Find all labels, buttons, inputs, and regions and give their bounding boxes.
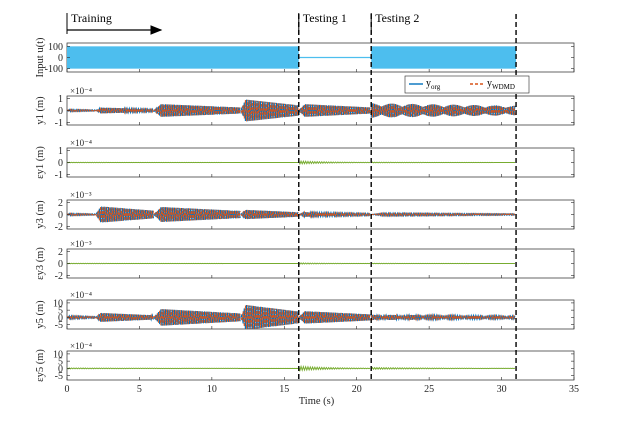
y-tick-label: -5	[55, 320, 63, 331]
error-trace	[298, 159, 371, 166]
error-trace	[370, 161, 515, 164]
wdmd-response-trace	[67, 314, 97, 321]
phase-label: Training	[71, 11, 112, 25]
x-tick-label: 5	[137, 384, 142, 395]
axis-exponent: ×10⁻⁴	[70, 138, 92, 148]
wdmd-response-trace	[371, 211, 516, 218]
panel-2: 10-1 ×10⁻⁴ y1 (m)	[35, 86, 575, 129]
phase-label: Testing 2	[375, 11, 419, 25]
plot-area	[67, 305, 516, 329]
legend-box	[404, 75, 530, 94]
x-tick-label: 25	[424, 384, 434, 395]
y-tick-label: 2	[58, 247, 63, 258]
y-tick-label: -5	[55, 371, 63, 382]
error-trace	[298, 262, 371, 265]
legend-entry-label: yWDMD	[487, 78, 515, 91]
wdmd-response-trace	[298, 104, 371, 117]
y-tick-label: 100	[48, 42, 63, 53]
axis-exponent: ×10⁻⁴	[70, 341, 92, 351]
wdmd-response-trace	[67, 108, 97, 113]
axis-exponent: ×10⁻⁴	[70, 290, 92, 300]
plot-area	[67, 99, 516, 122]
wdmd-response-trace	[370, 103, 516, 118]
wdmd-response-trace	[370, 313, 516, 322]
wdmd-response-trace	[240, 99, 299, 122]
error-trace	[370, 366, 516, 371]
y-tick-label: 5	[58, 306, 63, 317]
y-axis-label: y3 (m)	[35, 200, 46, 229]
x-tick-label: 30	[497, 384, 507, 395]
y-axis-label: y1 (m)	[35, 96, 46, 125]
phase-label: Testing 1	[303, 11, 347, 25]
legend-entry-label: yorg	[426, 78, 441, 91]
x-tick-label: 0	[65, 384, 70, 395]
plot-area	[67, 364, 516, 373]
original-response-trace	[67, 108, 97, 113]
y-tick-label: -2	[55, 271, 63, 282]
y-tick-label: 0	[58, 106, 63, 117]
y-tick-label: 5	[58, 357, 63, 368]
axis-exponent: ×10⁻³	[70, 239, 92, 249]
y-tick-label: -100	[45, 64, 63, 75]
input-signal-band	[67, 46, 299, 69]
wdmd-response-trace	[153, 207, 241, 222]
y-tick-label: 1	[58, 94, 63, 105]
wdmd-response-trace	[95, 106, 154, 115]
panel-4: 20-2 ×10⁻³ y3 (m)	[35, 190, 575, 233]
y-axis-label: εy3 (m)	[35, 247, 46, 280]
y-tick-label: 2	[58, 198, 63, 209]
wdmd-response-trace	[153, 309, 241, 326]
y-axis-label: y5 (m)	[35, 300, 46, 329]
x-tick-label: 15	[279, 384, 289, 395]
plot-area	[67, 262, 515, 265]
error-trace	[67, 367, 299, 370]
y-tick-label: 0	[58, 364, 63, 375]
y-tick-label: 0	[58, 313, 63, 324]
y-tick-label: 0	[58, 158, 63, 169]
x-tick-label: 10	[207, 384, 217, 395]
original-response-trace	[67, 212, 97, 217]
x-tick-label: 35	[569, 384, 579, 395]
y-axis-label: εy5 (m)	[35, 349, 46, 382]
wdmd-response-trace	[298, 210, 371, 219]
axes-box	[66, 350, 575, 381]
wdmd-response-trace	[240, 305, 299, 329]
original-response-trace	[95, 106, 154, 115]
y-axis-label: εy1 (m)	[35, 146, 46, 179]
x-axis-label: Time (s)	[299, 396, 335, 407]
panel-3: 10-1 ×10⁻⁴ εy1 (m)	[35, 138, 575, 181]
y-tick-label: 10	[53, 349, 63, 360]
y-axis-label: Input u(t)	[35, 37, 46, 77]
y-tick-label: 1	[58, 146, 63, 157]
y-tick-label: 0	[58, 259, 63, 270]
y-tick-label: -1	[55, 118, 63, 129]
plot-area	[67, 206, 516, 223]
y-tick-label: 10	[53, 298, 63, 309]
plot-area	[67, 159, 515, 166]
wdmd-response-trace	[240, 209, 299, 220]
axis-exponent: ×10⁻⁴	[70, 86, 92, 96]
axis-exponent: ×10⁻³	[70, 190, 92, 200]
y-tick-label: -1	[55, 170, 63, 181]
input-signal-band	[371, 46, 517, 69]
y-tick-label: 0	[58, 210, 63, 221]
x-tick-label: 20	[352, 384, 362, 395]
wdmd-response-trace	[67, 212, 97, 217]
legend: yorg yWDMD	[404, 75, 530, 94]
y-tick-label: 0	[58, 53, 63, 64]
wdmd-response-trace	[153, 104, 241, 117]
wdmd-response-trace	[298, 311, 371, 324]
error-trace	[298, 364, 371, 373]
y-tick-label: -2	[55, 222, 63, 233]
plot-area	[67, 46, 517, 69]
panel-5: 20-2 ×10⁻³ εy3 (m)	[35, 239, 575, 282]
